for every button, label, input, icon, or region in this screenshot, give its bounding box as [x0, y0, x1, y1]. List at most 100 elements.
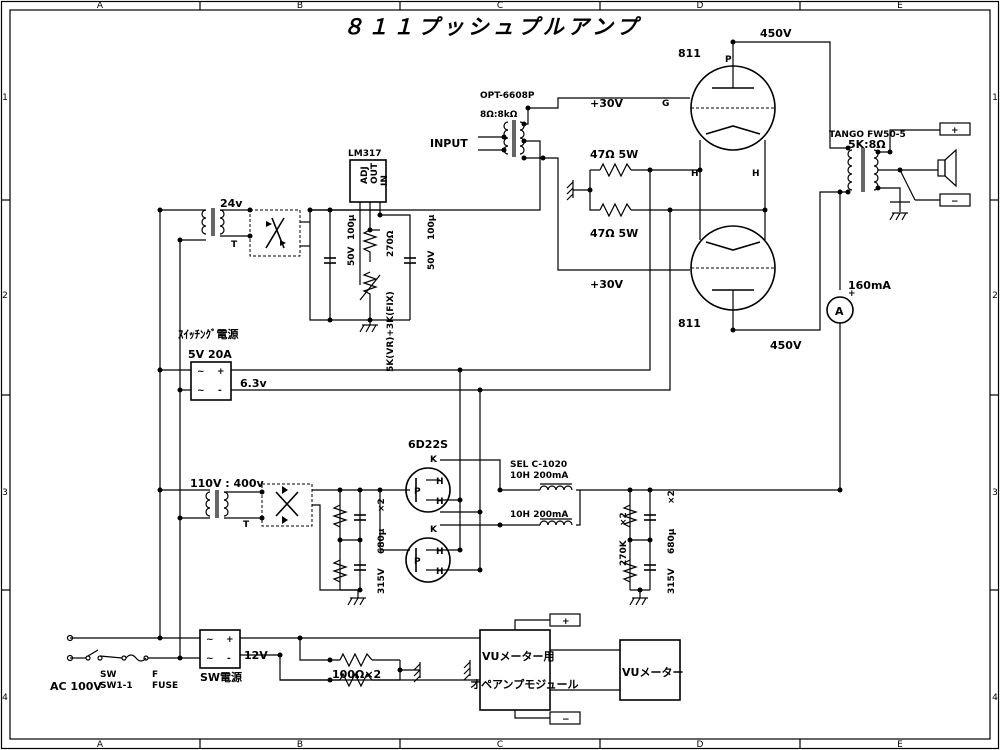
switching-psu-minus: - — [218, 386, 222, 396]
output-transformer-wiring — [839, 129, 920, 290]
sw-psu-ac-bottom: ~ — [206, 654, 214, 664]
rectifier-top-h1: H — [436, 477, 444, 487]
rectifier-top-p: P — [414, 487, 421, 497]
mains-bus — [70, 210, 200, 659]
choke-1-rating: 10H 200mA — [510, 471, 568, 481]
hv-transformer — [205, 490, 229, 518]
col-b-top: B — [297, 1, 303, 11]
hv-resistor-right-bottom — [622, 559, 638, 583]
hv-cap-left-value: 680µ — [377, 528, 387, 554]
rectifier-tube-label: 6D22S — [408, 438, 448, 451]
output-stage-wiring — [528, 41, 848, 331]
lm317-pin-in: IN — [380, 175, 390, 186]
col-a-bottom: A — [97, 740, 104, 750]
lm317-pin-adj: ADJ — [360, 166, 370, 184]
variable-resistor-label: 5K(VR)+3K(FIX) — [386, 291, 396, 372]
heater-transformer — [201, 208, 225, 236]
hv-transformer-ratio: 110V : 400v — [190, 477, 264, 490]
rectifier-bottom-k: K — [430, 525, 438, 535]
input-label: INPUT — [430, 137, 468, 150]
vu-terminal-minus-label: − — [562, 715, 570, 725]
hv-resistor-left-bottom — [332, 559, 348, 583]
mains-switch-label: SW — [100, 670, 116, 680]
ammeter-plus: + — [848, 289, 856, 299]
speaker-terminal-plus-label: + — [951, 126, 959, 136]
col-c-bottom: C — [497, 740, 503, 750]
variable-resistor — [359, 271, 381, 320]
vu-resistors-label: 100Ω×2 — [332, 668, 381, 681]
hv-cap-right-voltage: 315V — [667, 568, 677, 594]
row-4-right: 4 — [992, 693, 998, 703]
col-e-bottom: E — [897, 740, 903, 750]
ammeter-icon — [826, 296, 854, 490]
rectifier-bottom-h2: H — [436, 567, 444, 577]
plate-voltage-top: 450V — [760, 27, 792, 40]
switching-psu-output: 6.3v — [240, 377, 267, 390]
row-4-left: 4 — [2, 693, 8, 703]
fuse-label-2: FUSE — [152, 681, 178, 691]
regulator-wiring — [160, 202, 411, 321]
row-3-left: 3 — [2, 488, 8, 498]
hv-resistor-left-top — [332, 504, 348, 528]
output-transformer-ratio: 5K:8Ω — [848, 138, 886, 151]
switching-psu-ac-top: ~ — [197, 367, 205, 377]
heater-pin-right: H — [752, 169, 760, 179]
regulator-cap-2 — [404, 257, 416, 264]
sw-psu-ac-top: ~ — [206, 635, 214, 645]
ground-symbol-output — [889, 212, 908, 221]
choke-2 — [539, 518, 573, 526]
hv-resistor-right-top — [622, 504, 638, 528]
regulator-cap-2-value: 100µ — [427, 214, 437, 240]
hv-cap-right-bottom — [644, 564, 656, 571]
grid-bias-top: +30V — [590, 97, 624, 110]
regulator-cap-1-value: 100µ — [347, 214, 357, 240]
row-2-right: 2 — [992, 291, 998, 301]
col-d-top: D — [697, 1, 704, 11]
resistor-47-top-label: 47Ω 5W — [590, 148, 638, 161]
input-transformer — [503, 120, 525, 157]
heater-transformer-voltage: 24v — [220, 197, 243, 210]
output-transformer-name: TANGO FW50-5 — [829, 130, 906, 140]
plate-pin-label: P — [725, 55, 732, 65]
hv-cap-left-voltage: 315V — [377, 568, 387, 594]
choke-2-rating: 10H 200mA — [510, 510, 568, 520]
lm317-pin-out: OUT — [370, 162, 380, 184]
rectifier-bottom-h1: H — [436, 547, 444, 557]
ammeter-current: 160mA — [848, 279, 891, 292]
rectifier-tube-top — [405, 467, 451, 513]
heater-transformer-tap: T — [231, 240, 238, 250]
regulator-cap-2-voltage: 50V — [427, 250, 437, 270]
regulator-cap-1-voltage: 50V — [347, 246, 357, 266]
sw-psu-plus: + — [226, 635, 234, 645]
hv-cap-right-value: 680µ — [667, 528, 677, 554]
mains-switch-label-2: SW1-1 — [100, 681, 133, 691]
resistor-270 — [362, 229, 378, 262]
ground-symbol-heater — [566, 180, 574, 201]
row-3-right: 3 — [992, 488, 998, 498]
bridge-rectifier-2 — [261, 483, 313, 527]
rectifier-tube-bottom — [405, 537, 451, 583]
row-1-right: 1 — [992, 93, 998, 103]
vu-terminal-plus — [549, 613, 581, 627]
resistor-47-bottom — [599, 202, 632, 218]
speaker-terminal-minus-label: − — [951, 197, 959, 207]
junction-dots — [157, 39, 903, 683]
tube-811-top-label: 811 — [678, 47, 701, 60]
rectifier-bottom-p: P — [414, 557, 421, 567]
hv-cap-left-bottom — [354, 564, 366, 571]
switching-psu-plus: + — [217, 367, 225, 377]
heater-pin-left: H — [691, 169, 699, 179]
hv-x2-right: ×2 — [667, 490, 677, 504]
choke-1 — [539, 483, 573, 491]
lm317-ic — [349, 159, 387, 203]
row-2-left: 2 — [2, 291, 8, 301]
col-d-bottom: D — [697, 740, 704, 750]
switching-psu-ac-bottom: ~ — [197, 386, 205, 396]
ammeter-symbol: A — [835, 305, 844, 318]
sw-psu-box — [199, 629, 241, 669]
resistor-47-top — [599, 162, 632, 178]
hv-cap-left-top — [354, 514, 366, 521]
tube-811-bottom — [690, 225, 776, 318]
col-a-top: A — [97, 1, 104, 11]
vu-terminal-minus — [549, 711, 581, 725]
